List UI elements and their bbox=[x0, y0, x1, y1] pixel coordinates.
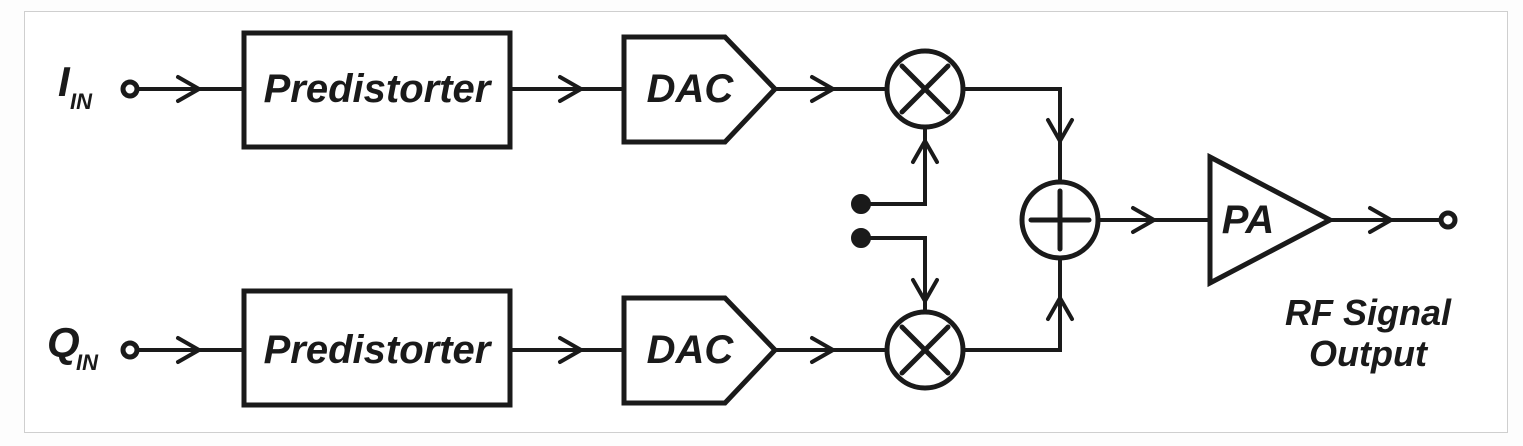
mixer-bottom[interactable] bbox=[884, 309, 966, 391]
q-input-label-subscript: IN bbox=[76, 350, 99, 375]
predistorter-bottom-block[interactable]: Predistorter bbox=[241, 288, 513, 408]
wire-q-input-to-predistorter bbox=[138, 336, 244, 364]
wire-dac-to-mixer-bottom bbox=[775, 336, 887, 364]
wire-mixer-top-to-summer bbox=[963, 87, 1074, 182]
rf-output-label-line1: RF Signal bbox=[1285, 292, 1452, 333]
wire-lo-top-to-mixer bbox=[861, 127, 939, 206]
power-amplifier-block[interactable]: PA bbox=[1207, 152, 1336, 288]
mixer-top[interactable] bbox=[884, 48, 966, 130]
q-input-terminal[interactable] bbox=[120, 340, 140, 360]
lo-top-terminal-dot[interactable] bbox=[851, 194, 871, 214]
dac-bottom-block[interactable]: DAC bbox=[621, 295, 779, 406]
wire-mixer-bottom-to-summer bbox=[963, 258, 1074, 352]
predistorter-top-block[interactable]: Predistorter bbox=[241, 30, 513, 150]
wire-predistorter-to-dac-bottom bbox=[510, 336, 624, 364]
wire-dac-to-mixer-top bbox=[775, 75, 887, 103]
wire-summer-to-pa bbox=[1098, 206, 1210, 234]
i-input-label-subscript: IN bbox=[70, 89, 93, 114]
wire-i-input-to-predistorter bbox=[138, 75, 244, 103]
i-input-label: I IN bbox=[58, 58, 93, 114]
power-amplifier-label: PA bbox=[1222, 198, 1275, 242]
summer-block[interactable] bbox=[1019, 179, 1101, 261]
predistorter-bottom-label: Predistorter bbox=[264, 328, 493, 372]
q-input-label: Q IN bbox=[47, 319, 99, 375]
dac-bottom-label: DAC bbox=[647, 328, 735, 372]
lo-bottom-terminal-dot[interactable] bbox=[851, 228, 871, 248]
i-input-label-main: I bbox=[58, 58, 71, 105]
q-input-label-main: Q bbox=[47, 319, 80, 367]
rf-output-terminal[interactable] bbox=[1438, 210, 1458, 230]
rf-output-label-line2: Output bbox=[1309, 333, 1429, 374]
dac-top-block[interactable]: DAC bbox=[621, 34, 779, 145]
wire-lo-bottom-to-mixer bbox=[861, 236, 939, 312]
dac-top-label: DAC bbox=[647, 67, 735, 111]
predistorter-top-label: Predistorter bbox=[264, 67, 493, 111]
i-input-terminal[interactable] bbox=[120, 79, 140, 99]
rf-output-label: RF Signal Output bbox=[1285, 292, 1452, 374]
wire-predistorter-to-dac-top bbox=[510, 75, 624, 103]
wire-pa-to-output bbox=[1330, 206, 1441, 234]
